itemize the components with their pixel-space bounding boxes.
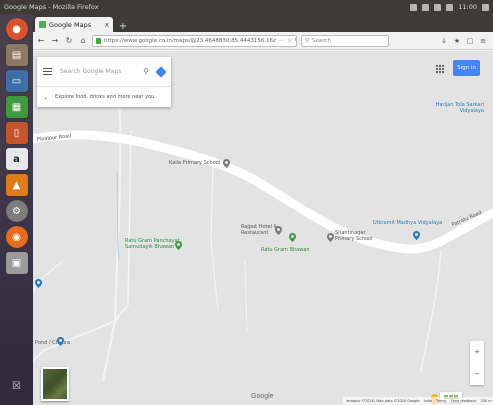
back-icon[interactable]: ← bbox=[37, 36, 45, 45]
new-tab-button[interactable]: + bbox=[118, 20, 128, 32]
battery-icon[interactable] bbox=[434, 3, 442, 11]
place-pin-icon[interactable] bbox=[413, 231, 420, 240]
satellite-view-toggle[interactable] bbox=[41, 367, 69, 401]
pocket-icon[interactable]: □ bbox=[466, 36, 474, 45]
place-label-ratu-gram-panchayat[interactable]: Ratu Gram Panchayat Samudayik Bhawan bbox=[125, 238, 180, 250]
browser-window: Google Maps x + ← → ↻ ⌂ https://www.goog… bbox=[33, 14, 493, 405]
place-label-pond[interactable]: Pond / Chaura bbox=[35, 340, 71, 346]
place-pin-icon[interactable] bbox=[223, 159, 230, 168]
dash-icon[interactable]: ● bbox=[5, 18, 28, 40]
google-logo: Google bbox=[251, 393, 274, 400]
place-pin-icon[interactable] bbox=[57, 337, 64, 346]
navigation-bar: ← → ↻ ⌂ https://www.google.co.in/maps/@2… bbox=[33, 32, 493, 50]
bookmarks-icon[interactable]: ★ bbox=[453, 36, 461, 45]
calc-icon[interactable]: ▦ bbox=[5, 96, 28, 118]
window-title: Google Maps - Mozilla Firefox bbox=[4, 3, 99, 11]
google-apps-icon[interactable] bbox=[436, 65, 444, 73]
zoom-control: + − bbox=[470, 341, 484, 385]
minor-road bbox=[114, 130, 132, 322]
browser-search-field[interactable]: ⚲ Search bbox=[301, 34, 389, 47]
download-icon[interactable]: ↓ bbox=[441, 36, 447, 45]
lock-icon bbox=[96, 37, 101, 44]
keyboard-icon[interactable] bbox=[422, 3, 430, 11]
tab-google-maps[interactable]: Google Maps x bbox=[35, 17, 113, 32]
main-road bbox=[33, 130, 493, 254]
stream bbox=[116, 170, 120, 262]
launcher: ● ▤ ▭ ▦ ▯ a ▲ ⚙ ◉ ▣ ☒ bbox=[0, 14, 33, 405]
clock[interactable]: 11:00 bbox=[458, 3, 477, 11]
place-pin-icon[interactable] bbox=[175, 241, 182, 250]
place-pin-icon[interactable] bbox=[275, 226, 282, 235]
explore-text: Explore food, drinks and more near you bbox=[55, 94, 155, 100]
place-label-kaila-primary-school[interactable]: Kaila Primary School bbox=[169, 160, 221, 166]
tab-title: Google Maps bbox=[49, 20, 92, 29]
place-pin-icon[interactable] bbox=[289, 233, 296, 242]
hamburger-menu-icon[interactable] bbox=[43, 68, 52, 75]
chevron-down-icon: ⌄ bbox=[43, 93, 49, 101]
tab-close-icon[interactable]: x bbox=[104, 20, 109, 29]
url-bar[interactable]: https://www.google.co.in/maps/@23.464883… bbox=[92, 34, 297, 47]
menu-icon[interactable]: ≡ bbox=[480, 36, 486, 45]
browser-search-icon: ⚲ bbox=[305, 37, 310, 44]
place-label-ratu-gram-bhawan[interactable]: Ratu Gram Bhawan bbox=[261, 247, 310, 253]
explore-nearby[interactable]: ⌄ Explore food, drinks and more near you bbox=[37, 87, 171, 107]
minor-road bbox=[244, 260, 248, 332]
map-footer: Imagery ©2016, Map data ©2016 Google Ind… bbox=[343, 397, 493, 405]
map-search-input[interactable]: Search Google Maps bbox=[60, 68, 122, 75]
minor-road bbox=[210, 160, 219, 312]
google-maps-favicon-icon bbox=[39, 21, 46, 28]
map-canvas[interactable]: Search Google Maps ⚲ ⌄ Explore food, dri… bbox=[33, 51, 493, 405]
minor-road bbox=[420, 250, 442, 372]
reload-icon[interactable]: ↻ bbox=[65, 36, 73, 45]
scale-bar[interactable]: 200 m bbox=[480, 399, 492, 403]
place-label-utkramit-madhya[interactable]: Utkramit Madhya Vidyalaya bbox=[373, 220, 443, 226]
place-pin-icon[interactable] bbox=[35, 279, 42, 288]
network-icon[interactable] bbox=[410, 3, 418, 11]
footer-terms-link[interactable]: Terms bbox=[436, 399, 447, 403]
search-icon[interactable]: ⚲ bbox=[143, 67, 149, 76]
footer-feedback-link[interactable]: Send feedback bbox=[450, 399, 477, 403]
place-pin-icon[interactable] bbox=[327, 233, 334, 242]
top-panel: Google Maps - Mozilla Firefox 11:00 bbox=[0, 0, 493, 14]
place-label-rajput-hotel[interactable]: Rajput Hotel & Restaurant bbox=[241, 224, 278, 236]
settings-icon[interactable]: ⚙ bbox=[5, 200, 28, 222]
zoom-in-button[interactable]: + bbox=[474, 348, 480, 356]
home-icon[interactable]: ⌂ bbox=[80, 36, 86, 45]
zoom-out-button[interactable]: − bbox=[474, 370, 480, 378]
forward-icon[interactable]: → bbox=[51, 36, 59, 45]
footer-attribution: Imagery ©2016, Map data ©2016 Google bbox=[346, 399, 420, 403]
sign-in-button[interactable]: Sign in bbox=[453, 60, 480, 76]
url-text[interactable]: https://www.google.co.in/maps/@23.464883… bbox=[104, 37, 277, 44]
drive-icon[interactable]: ▣ bbox=[5, 252, 28, 274]
power-icon[interactable] bbox=[482, 3, 489, 11]
tab-bar: Google Maps x + bbox=[33, 14, 493, 32]
toolbar-icons: ↓ ★ □ ≡ bbox=[440, 37, 490, 45]
road-network bbox=[33, 90, 493, 382]
browser-search-placeholder: Search bbox=[312, 37, 331, 44]
minor-road bbox=[33, 260, 64, 292]
software-center-icon[interactable]: ▲ bbox=[5, 174, 28, 196]
map-search-panel: Search Google Maps ⚲ ⌄ Explore food, dri… bbox=[37, 57, 171, 107]
place-label-harijan-tola[interactable]: Harijan Tola Sarkari Vidyalaya bbox=[435, 102, 484, 114]
url-controls[interactable]: ⋯ ☆ ↻ bbox=[279, 37, 296, 44]
minor-road bbox=[102, 90, 122, 382]
firefox-icon[interactable]: ◉ bbox=[5, 226, 28, 248]
writer-icon[interactable]: ▭ bbox=[5, 70, 28, 92]
system-tray: 11:00 bbox=[410, 3, 489, 11]
footer-country[interactable]: India bbox=[423, 399, 433, 403]
files-icon[interactable]: ▤ bbox=[5, 44, 28, 66]
volume-icon[interactable] bbox=[446, 3, 454, 11]
directions-icon[interactable] bbox=[155, 65, 167, 78]
impress-icon[interactable]: ▯ bbox=[5, 122, 28, 144]
amazon-icon[interactable]: a bbox=[5, 148, 28, 170]
place-label-shantinagar-school[interactable]: Shantinagar Primary School bbox=[335, 230, 373, 242]
trash-icon[interactable]: ☒ bbox=[12, 380, 21, 392]
map-search-row: Search Google Maps ⚲ bbox=[37, 57, 171, 87]
minor-road bbox=[33, 320, 116, 362]
